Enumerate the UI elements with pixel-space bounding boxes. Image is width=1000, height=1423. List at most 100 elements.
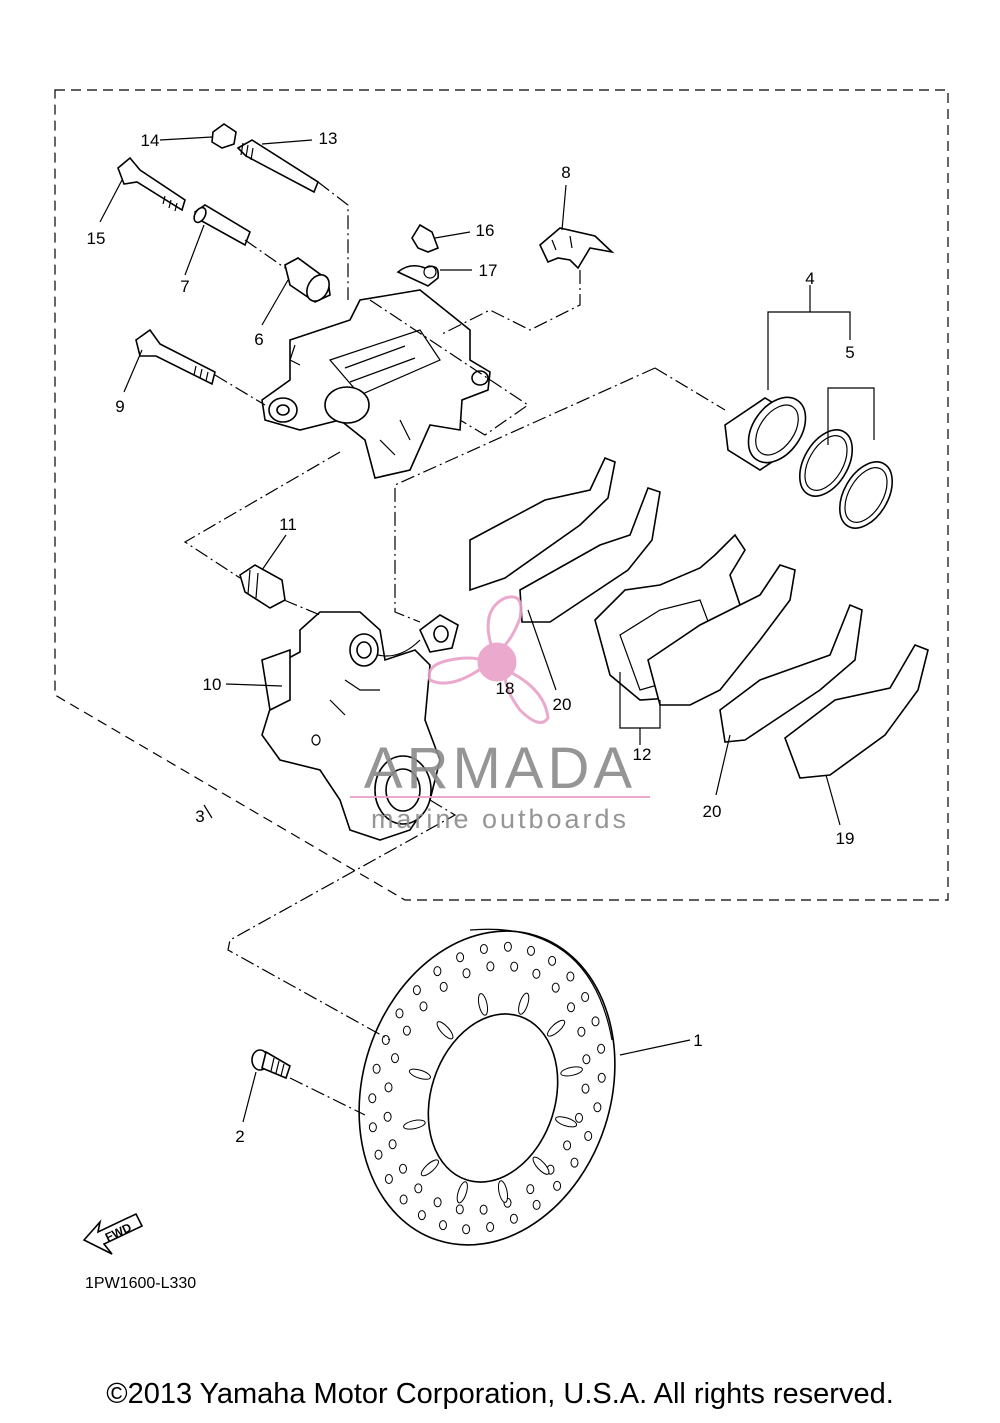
propeller-logo-icon xyxy=(427,595,550,724)
disc-slot xyxy=(477,993,489,1016)
leader-lines xyxy=(99,136,875,1123)
callout-2: 2 xyxy=(235,1127,244,1146)
disc-vent-hole xyxy=(575,1112,583,1123)
callout-5: 5 xyxy=(845,343,854,362)
disc-vent-hole xyxy=(391,1053,399,1064)
disc-vent-hole xyxy=(402,1025,411,1036)
callout-11: 11 xyxy=(279,515,297,534)
pad-insulator-right xyxy=(719,603,863,743)
callout-10: 10 xyxy=(203,675,222,694)
caliper-assembly-boundary xyxy=(54,89,949,901)
disc-vent-hole xyxy=(399,1163,407,1174)
forward-badge-label: FWD xyxy=(103,1220,134,1244)
callout-20-upper: 20 xyxy=(553,695,572,714)
disc-vent-hole xyxy=(581,992,590,1002)
disc-vent-hole xyxy=(433,1197,442,1208)
disc-vent-hole xyxy=(591,1016,600,1027)
disc-vent-hole xyxy=(503,941,512,952)
disc-slot xyxy=(546,1019,566,1037)
assembly-center-lines xyxy=(183,181,726,1116)
disc-vent-hole xyxy=(439,981,448,992)
caliper-bracket xyxy=(261,611,459,841)
disc-vent-hole xyxy=(462,968,471,979)
disc-vent-hole xyxy=(383,1111,392,1122)
disc-vent-hole xyxy=(479,944,488,954)
disc-vent-hole xyxy=(368,1122,377,1133)
disc-bolt xyxy=(251,1049,291,1080)
disc-vent-hole xyxy=(372,1063,381,1074)
disc-vent-hole xyxy=(384,1174,393,1184)
disc-vent-hole xyxy=(597,1043,606,1054)
disc-vent-hole xyxy=(388,1139,397,1150)
callout-9: 9 xyxy=(115,397,124,416)
pad-spring xyxy=(539,227,615,270)
disc-vent-hole xyxy=(527,945,535,956)
pad-insulator-left xyxy=(519,486,661,623)
disc-vent-hole xyxy=(419,1001,428,1012)
disc-slot xyxy=(436,1021,454,1040)
callout-4: 4 xyxy=(805,269,814,288)
callout-17: 17 xyxy=(479,261,498,280)
forward-arrow-icon: FWD xyxy=(82,1212,144,1255)
disc-vent-hole xyxy=(374,1149,383,1160)
callout-6: 6 xyxy=(254,330,263,349)
disc-vent-hole xyxy=(414,1183,423,1194)
disc-vent-hole xyxy=(581,1083,590,1094)
disc-slot xyxy=(408,1068,431,1080)
callout-16: 16 xyxy=(476,221,495,240)
callout-19: 19 xyxy=(836,829,855,848)
disc-vent-hole xyxy=(584,1131,593,1141)
callout-20-lower: 20 xyxy=(703,802,722,821)
disc-vent-hole xyxy=(510,961,519,972)
disc-vent-hole xyxy=(479,1204,488,1215)
disc-vent-hole xyxy=(566,971,575,982)
callout-8: 8 xyxy=(561,163,570,182)
disc-slot xyxy=(420,1159,440,1177)
callout-18: 18 xyxy=(496,679,515,698)
caliper-housing xyxy=(261,289,491,479)
callout-7: 7 xyxy=(180,277,189,296)
pin-bolts xyxy=(117,123,440,609)
disc-vent-hole xyxy=(593,1102,602,1113)
disc-vent-hole xyxy=(412,985,421,996)
callout-labels: 1 2 3 4 5 6 7 8 9 10 11 12 13 14 15 16 1… xyxy=(87,129,855,1146)
disc-vent-hole xyxy=(577,1026,586,1037)
disc-vent-hole xyxy=(368,1093,377,1104)
watermark-brand: ARMADA xyxy=(364,736,636,801)
watermark-tagline: marine outboards xyxy=(371,804,629,834)
disc-vent-hole xyxy=(548,955,557,966)
disc-slot xyxy=(497,1180,509,1203)
disc-slot xyxy=(456,1181,468,1204)
disc-vent-hole xyxy=(486,961,495,972)
pad-shim-left xyxy=(469,456,616,592)
disc-slot xyxy=(518,992,530,1015)
brake-pad-set xyxy=(594,533,796,706)
disc-vent-hole xyxy=(456,952,465,963)
disc-vent-hole xyxy=(532,1199,541,1210)
disc-vent-hole xyxy=(532,968,541,979)
callout-3: 3 xyxy=(195,807,204,826)
disc-vent-hole xyxy=(509,1213,518,1224)
disc-vent-hole xyxy=(486,1222,495,1232)
callout-14: 14 xyxy=(141,131,160,150)
watermark: ARMADA marine outboards xyxy=(350,595,650,834)
diagram-code: 1PW1600-L330 xyxy=(85,1275,196,1292)
callout-1: 1 xyxy=(693,1031,702,1050)
piston-seal-kit xyxy=(798,429,894,529)
callout-15: 15 xyxy=(87,229,106,248)
brake-disc xyxy=(358,928,616,1246)
disc-vent-hole xyxy=(582,1054,591,1065)
callout-13: 13 xyxy=(319,129,338,148)
disc-vent-hole xyxy=(570,1157,579,1168)
disc-vent-hole xyxy=(399,1194,408,1205)
disc-slot xyxy=(403,1119,426,1130)
pad-shim-right xyxy=(784,644,929,779)
disc-vent-hole xyxy=(563,1140,572,1151)
copyright-notice: ©2013 Yamaha Motor Corporation, U.S.A. A… xyxy=(106,1378,894,1410)
disc-slot xyxy=(560,1066,583,1077)
disc-vent-hole xyxy=(567,1002,575,1013)
disc-vent-hole xyxy=(455,1204,464,1215)
disc-vent-hole xyxy=(462,1224,471,1235)
disc-vent-hole xyxy=(551,982,560,993)
